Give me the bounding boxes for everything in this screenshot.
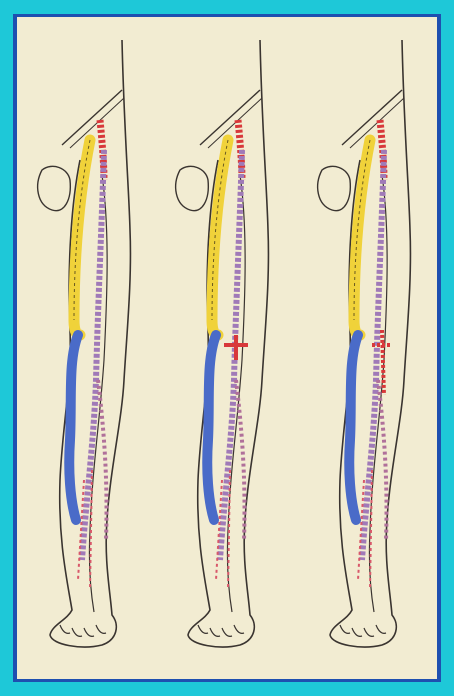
leg-figure-2 xyxy=(176,40,269,647)
leg-figure-1 xyxy=(38,40,131,647)
leg-figure-3 xyxy=(318,40,411,647)
artery-branch-knee xyxy=(224,335,248,360)
